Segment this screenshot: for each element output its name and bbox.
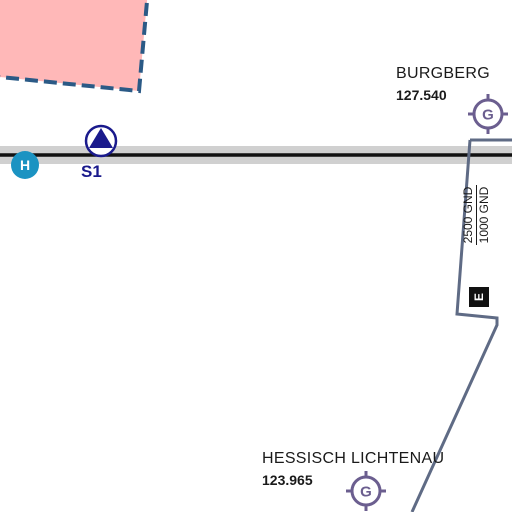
- station-frequency-burgberg: 127.540: [396, 87, 447, 103]
- heliport-icon[interactable]: H: [11, 151, 39, 179]
- station-name-hessisch-lichtenau: HESSISCH LICHTENAU: [262, 450, 445, 467]
- airspace-lower-limit: 1000 GND: [477, 186, 491, 244]
- restricted-area[interactable]: [0, 0, 150, 94]
- vor-compass-rose-icon[interactable]: G: [346, 471, 386, 511]
- reporting-point-label: S1: [81, 162, 102, 181]
- station-frequency-hessisch-lichtenau: 123.965: [262, 472, 313, 488]
- compulsory-reporting-point-icon[interactable]: [84, 124, 118, 158]
- svg-text:G: G: [482, 107, 494, 124]
- svg-text:G: G: [360, 484, 372, 501]
- station-name-burgberg: BURGBERG: [396, 65, 490, 82]
- airspace-altitude-limits: 2500 GND 1000 GND: [461, 185, 499, 245]
- airspace-class-badge: E: [469, 287, 489, 307]
- vor-compass-rose-icon[interactable]: G: [468, 94, 508, 134]
- airspace-boundary[interactable]: [410, 138, 512, 512]
- airspace-upper-limit: 2500 GND: [461, 185, 477, 245]
